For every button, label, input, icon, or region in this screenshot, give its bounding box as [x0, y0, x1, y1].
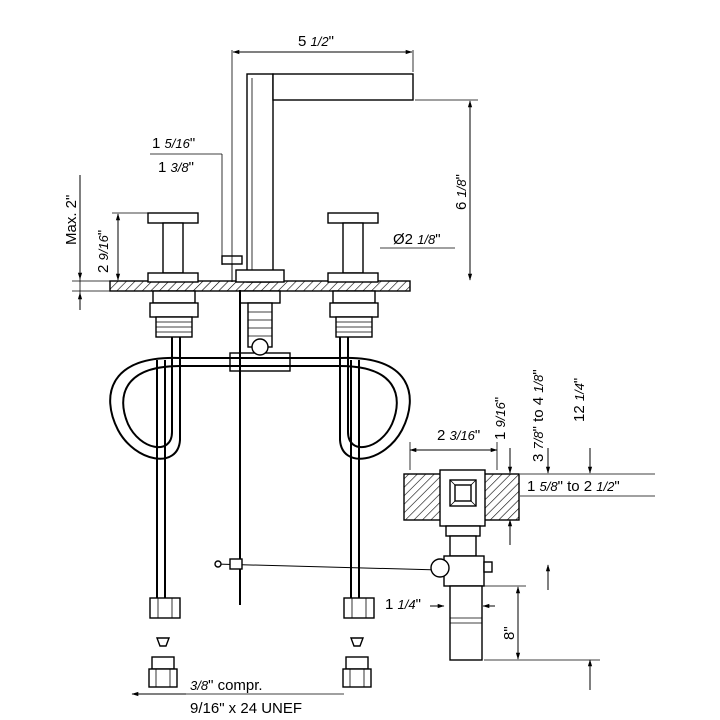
handle-height-label: 2 9/16" — [95, 230, 112, 273]
valve-depth-label: 1 9/16" — [492, 397, 509, 440]
right-valve-body — [329, 290, 379, 338]
right-compression-fitting — [342, 637, 372, 688]
deck-range-label: 1 5/8" to 2 1/2" — [527, 478, 620, 495]
tail-length-label: 8" — [501, 626, 518, 640]
dimension-lines — [72, 49, 655, 697]
spout — [235, 73, 414, 283]
supply-hoses — [109, 337, 411, 598]
spout-diameter-label: Ø2 1/8" — [393, 231, 441, 248]
spout-height-label: 6 1/8" — [453, 174, 470, 210]
left-hose-nut — [149, 597, 181, 619]
lever-offset-b-label: 1 3/8" — [158, 159, 194, 176]
spout-reach-label: 5 1/2" — [298, 33, 334, 50]
left-valve-body — [149, 290, 199, 338]
valve-range-label: 3 7/8" to 4 1/8" — [530, 369, 547, 462]
compression-label: 3/8" compr. — [190, 677, 263, 694]
thread-spec-label: 9/16" x 24 UNEF — [190, 700, 302, 717]
max-deck-label: Max. 2" — [63, 195, 80, 245]
drain-sink-section — [403, 469, 520, 527]
left-compression-fitting — [148, 637, 178, 688]
drain-offset-label: 1 1/4" — [385, 596, 421, 613]
left-handle — [147, 212, 199, 283]
valve-width-label: 2 3/16" — [437, 427, 480, 444]
lever-offset-a-label: 1 5/16" — [152, 135, 195, 152]
right-handle — [327, 212, 379, 283]
popup-rod — [214, 290, 441, 605]
drain-body — [430, 525, 493, 661]
right-hose-nut — [343, 597, 375, 619]
valve-total-label: 12 1/4" — [571, 378, 588, 422]
